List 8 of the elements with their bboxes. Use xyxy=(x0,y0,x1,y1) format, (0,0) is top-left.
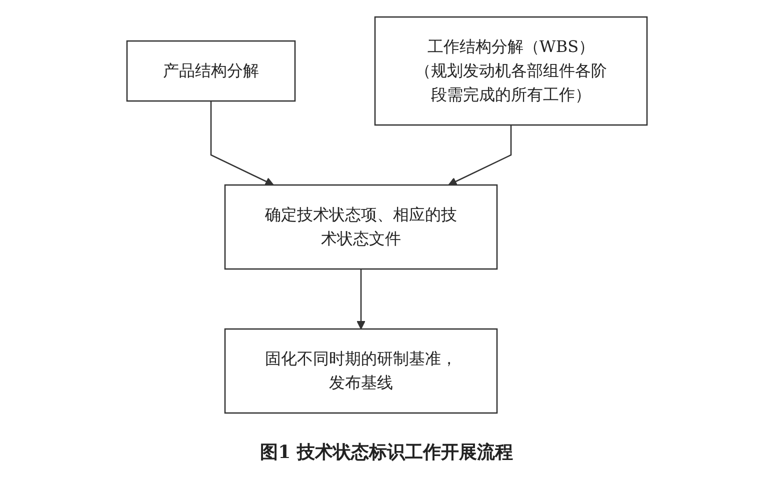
arrow xyxy=(210,101,274,186)
node-box: 工作结构分解（WBS） （规划发动机各部组件各阶段需完成的所有工作） xyxy=(374,16,648,126)
node-box: 确定技术状态项、相应的技术状态文件 xyxy=(224,184,498,270)
arrow xyxy=(448,125,512,186)
figure-caption: 图1 技术状态标识工作开展流程 xyxy=(260,442,513,463)
node-box: 固化不同时期的研制基准，发布基线 xyxy=(224,328,498,414)
arrow xyxy=(356,269,365,330)
node-box: 产品结构分解 xyxy=(126,40,296,102)
